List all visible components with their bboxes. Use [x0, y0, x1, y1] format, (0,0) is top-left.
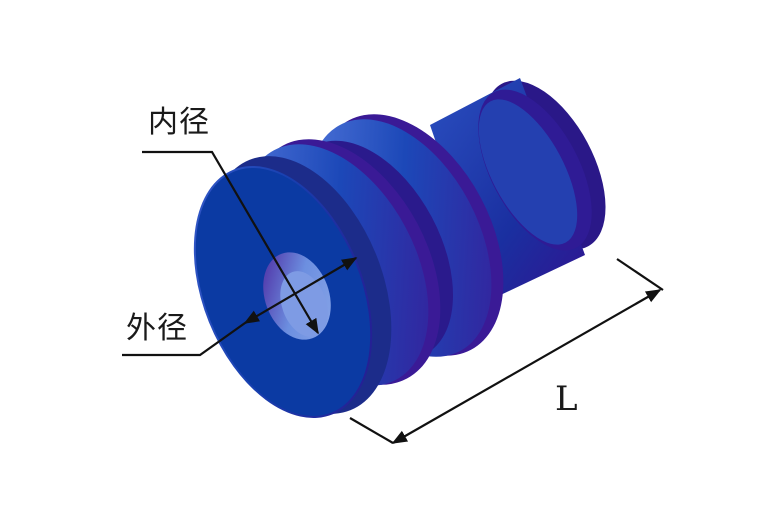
- length-dimension: [349, 258, 664, 444]
- seal-tail: [430, 78, 606, 300]
- length-label: L: [555, 379, 579, 419]
- outer-diameter-label: 外径: [126, 311, 188, 346]
- outer-diameter-dimension: [122, 257, 358, 357]
- inner-diameter-label: 内径: [148, 105, 210, 140]
